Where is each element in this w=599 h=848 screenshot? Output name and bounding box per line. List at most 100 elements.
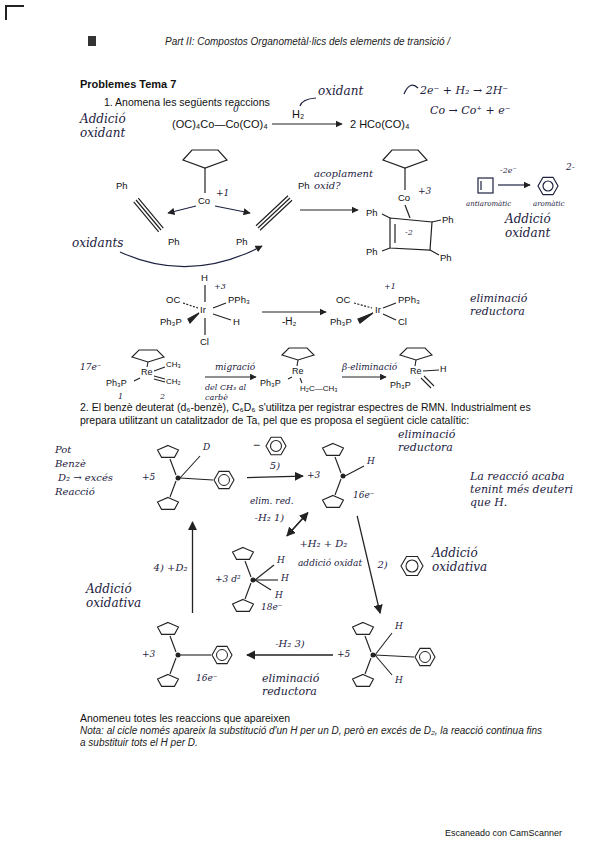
handwritten-note: 2e⁻ + H₂ → 2H⁻ — [420, 84, 508, 97]
phenyl-ring — [420, 652, 431, 663]
reaction-three — [188, 313, 199, 323]
handwritten-note: eliminació reductora — [470, 292, 550, 318]
cycle-benzene — [266, 437, 286, 454]
handwritten-note: +3 — [418, 186, 431, 197]
printed-text: PPh₃ — [228, 294, 250, 305]
cp-ring — [323, 443, 344, 455]
page-marks — [6, 6, 24, 20]
metal-centre — [176, 476, 181, 481]
handwritten-note: aromàtic — [533, 200, 565, 208]
reaction-two — [168, 206, 196, 213]
handwritten-note: acoplament oxid? — [314, 168, 376, 192]
reaction-three — [183, 303, 198, 308]
handwritten-note: Addició oxidativa — [86, 582, 146, 611]
printed-text: Re — [410, 366, 422, 377]
phenyl-ring — [415, 648, 435, 665]
reaction-two — [134, 198, 164, 232]
reaction-two — [382, 214, 441, 255]
printed-text: Ph — [366, 207, 378, 218]
cp-bond — [365, 636, 371, 652]
cp-bond — [245, 583, 251, 599]
printed-text: -H₂ — [282, 316, 296, 328]
printed-text: Co — [198, 195, 210, 206]
printed-text: H₂C—CH₃ — [300, 384, 337, 394]
metallocene-structure — [335, 615, 445, 695]
cycle-complex: +5HH — [335, 615, 445, 695]
printed-text: Ph₃P — [260, 378, 281, 389]
metallocene-structure — [140, 438, 245, 520]
phenyl-ring — [219, 475, 230, 486]
reaction-arrow — [287, 513, 308, 536]
step-label: -H₂ 1) — [253, 513, 287, 525]
printed-text: OC — [166, 294, 180, 305]
handwritten-note: 17e⁻ — [80, 362, 102, 373]
handwritten-note: La reacció acaba tenint més deuteri que … — [470, 470, 585, 510]
reaction-two — [256, 196, 292, 230]
cp-ring — [158, 497, 179, 509]
reaction-four — [205, 376, 256, 377]
step-label: 5) — [268, 460, 282, 472]
reaction-one — [300, 98, 316, 106]
metal-centre — [371, 653, 376, 658]
metal-centre — [341, 474, 346, 479]
reaction-four — [342, 376, 386, 377]
handwritten-note: Benzè — [55, 458, 86, 470]
handwritten-note: oxidant — [318, 84, 363, 98]
reaction-two — [404, 168, 405, 190]
complex-annotation: 16e⁻ — [196, 673, 218, 684]
printed-text: Ph — [442, 214, 454, 225]
reaction-three — [383, 303, 396, 308]
ligand-bond — [180, 456, 200, 478]
reaction-three — [204, 318, 205, 335]
handwritten-note: -2e⁻ — [500, 166, 517, 176]
reaction-two — [480, 181, 481, 190]
metallocene-structure — [140, 615, 245, 695]
handwritten-note: oxidants — [72, 236, 123, 250]
printed-text: Ph — [168, 236, 180, 247]
reaction-three — [183, 285, 396, 335]
printed-text: H — [201, 272, 208, 283]
printed-text: OC — [336, 294, 350, 305]
ligand-bond — [255, 580, 271, 590]
ligand-bond — [255, 565, 274, 580]
printed-text: Ph — [116, 180, 128, 191]
ligand-bond — [375, 633, 392, 655]
printed-text: Escaneado con CamScanner — [445, 828, 562, 839]
reaction-four — [288, 377, 292, 379]
printed-text: Anomeneu totes les reaccions que apareix… — [80, 712, 290, 725]
handwritten-note: 2 — [160, 392, 165, 402]
reaction-two — [543, 181, 553, 191]
reaction-arrow — [192, 522, 193, 613]
handwritten-note: del CH₃ al carbè — [205, 383, 255, 402]
cp-ring — [233, 599, 254, 611]
cycle-complex: +3 d²HHH18e⁻ — [215, 540, 295, 614]
cp-ring — [158, 445, 179, 457]
cycle-complex: +316e⁻ — [140, 615, 245, 695]
printed-text: Ir — [200, 304, 206, 315]
cp-ring — [353, 674, 374, 686]
printed-text: (OC)₄Co—Co(CO)₄ — [172, 118, 268, 131]
cycle-benzene — [401, 557, 423, 576]
handwritten-note: Addició oxidant — [505, 212, 577, 241]
step-label: 4) +D₂ — [152, 562, 190, 574]
printed-text: Ph₃P — [160, 316, 182, 327]
handwritten-note: 2- — [566, 162, 575, 173]
handwritten-note: migració — [215, 362, 255, 373]
reaction-two — [478, 178, 493, 193]
reaction-three — [213, 303, 226, 308]
metal-centre — [251, 578, 256, 583]
cycle-complex: +3H16e⁻ — [305, 436, 390, 514]
handwritten-note: +1 — [384, 282, 396, 292]
cp-ring — [353, 622, 374, 634]
reaction-arrow — [247, 654, 333, 655]
printed-italic: Nota: al cicle només apareix la substitu… — [80, 725, 550, 749]
cp-bond — [170, 658, 176, 674]
cp-bond — [170, 636, 176, 652]
phenyl-ring — [214, 471, 234, 488]
reaction-two — [300, 209, 358, 210]
reaction-two — [120, 246, 262, 267]
reaction-four — [300, 378, 302, 383]
printed-text: Re — [292, 366, 304, 377]
printed-text: CH₃ — [166, 360, 181, 370]
reaction-three — [358, 313, 373, 323]
